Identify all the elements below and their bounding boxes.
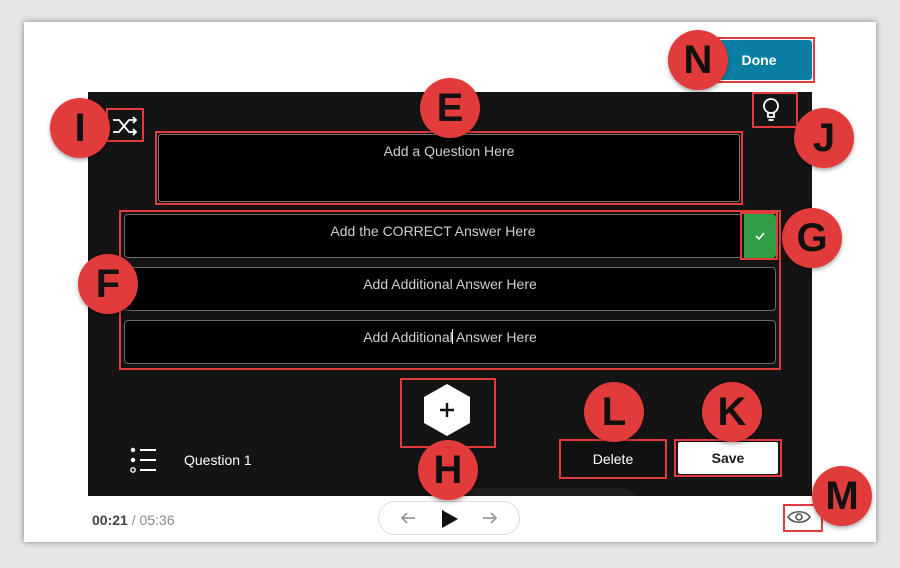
total-time: 05:36 bbox=[139, 512, 175, 528]
save-button[interactable]: Save bbox=[678, 442, 778, 474]
callout-i: I bbox=[50, 98, 110, 158]
eye-icon[interactable] bbox=[786, 507, 812, 527]
playback-time: 00:21 / 05:36 bbox=[92, 512, 175, 528]
list-icon[interactable] bbox=[128, 445, 160, 475]
question-highlight bbox=[155, 131, 743, 205]
checkmark-icon bbox=[755, 232, 765, 241]
callout-h: H bbox=[418, 440, 478, 500]
arrow-right-icon[interactable] bbox=[481, 510, 499, 526]
callout-g: G bbox=[782, 208, 842, 268]
callout-l: L bbox=[584, 382, 644, 442]
current-time: 00:21 bbox=[92, 512, 128, 528]
save-highlight bbox=[674, 439, 782, 477]
lightbulb-icon[interactable] bbox=[756, 94, 786, 124]
additional-answer-text-after-caret: Answer Here bbox=[452, 329, 537, 345]
hint-highlight bbox=[752, 92, 798, 128]
correct-answer-toggle[interactable] bbox=[744, 214, 776, 258]
callout-k: K bbox=[702, 382, 762, 442]
play-icon[interactable] bbox=[439, 508, 459, 530]
additional-answer-input-1[interactable]: Add Additional Answer Here bbox=[124, 267, 776, 311]
shuffle-highlight bbox=[106, 108, 144, 142]
correct-answer-input[interactable]: Add the CORRECT Answer Here bbox=[124, 214, 742, 258]
question-input[interactable]: Add a Question Here bbox=[158, 134, 740, 202]
add-question-highlight bbox=[400, 378, 496, 448]
add-question-button[interactable] bbox=[420, 382, 474, 438]
time-separator: / bbox=[127, 512, 140, 528]
shuffle-icon[interactable] bbox=[110, 112, 140, 140]
callout-j: J bbox=[794, 108, 854, 168]
correct-toggle-highlight bbox=[740, 212, 778, 260]
background-overlay bbox=[440, 488, 640, 496]
question-label: Question 1 bbox=[184, 452, 252, 468]
question-placeholder: Add a Question Here bbox=[383, 143, 515, 159]
additional-answer-text-before-caret: Add Additional bbox=[363, 329, 453, 345]
delete-highlight bbox=[559, 439, 667, 479]
callout-f: F bbox=[78, 254, 138, 314]
callout-m: M bbox=[812, 466, 872, 526]
plus-icon bbox=[440, 403, 454, 417]
additional-answer-input-2[interactable]: Add Additional Answer Here bbox=[124, 320, 776, 364]
text-caret bbox=[451, 329, 453, 344]
arrow-left-icon[interactable] bbox=[399, 510, 417, 526]
playback-navigation bbox=[378, 501, 520, 535]
callout-e: E bbox=[420, 78, 480, 138]
answers-highlight bbox=[119, 210, 781, 370]
callout-n: N bbox=[668, 30, 728, 90]
additional-answer-placeholder-1: Add Additional Answer Here bbox=[363, 276, 537, 292]
correct-answer-placeholder: Add the CORRECT Answer Here bbox=[330, 223, 536, 239]
delete-button[interactable]: Delete bbox=[562, 442, 664, 476]
